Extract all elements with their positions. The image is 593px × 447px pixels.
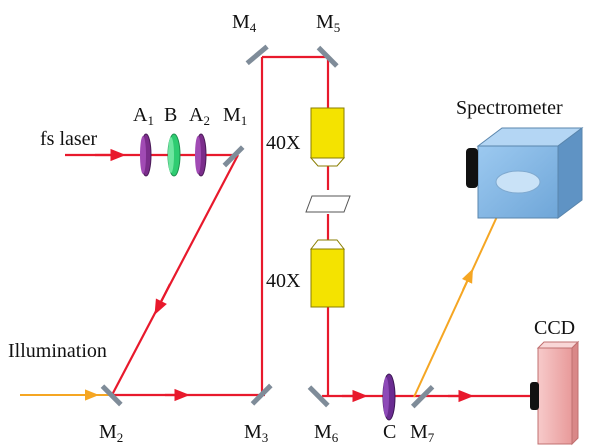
mirror-m2	[100, 384, 123, 407]
attenuator-a2	[195, 133, 207, 177]
objective-bottom	[309, 239, 346, 308]
waveplate-b	[167, 133, 181, 177]
mirror-m5	[316, 45, 339, 68]
filter-c	[382, 373, 396, 421]
mirror-m3	[250, 383, 273, 406]
mirror-m4	[245, 44, 269, 66]
label-m6: M6	[314, 421, 339, 445]
label-m1: M1	[223, 104, 247, 128]
mirror-m7	[410, 384, 435, 409]
label-m5: M5	[316, 11, 340, 35]
spectrometer-aperture	[495, 170, 541, 194]
label-a2: A2	[189, 104, 210, 128]
label-m3: M3	[244, 421, 268, 445]
label-a1: A1	[133, 104, 154, 128]
label-illumination: Illumination	[8, 340, 107, 362]
label-objective-top: 40X	[266, 132, 301, 154]
label-objective-bottom: 40X	[266, 270, 301, 292]
label-b: B	[164, 104, 177, 126]
label-m4: M4	[232, 11, 257, 35]
attenuator-a1	[140, 133, 152, 177]
label-m2: M2	[99, 421, 123, 445]
sample-slide	[305, 195, 351, 213]
label-fs-laser: fs laser	[40, 128, 98, 150]
label-spectrometer: Spectrometer	[456, 97, 563, 119]
label-c: C	[383, 421, 396, 443]
mirror-m6	[307, 385, 330, 408]
label-ccd: CCD	[534, 317, 575, 339]
objective-top	[309, 107, 346, 167]
label-m7: M7	[410, 421, 435, 445]
mirror-m1	[222, 145, 245, 168]
illumination-beam-path	[20, 183, 513, 401]
ccd-camera	[530, 340, 580, 446]
spectrometer-device	[466, 127, 584, 219]
